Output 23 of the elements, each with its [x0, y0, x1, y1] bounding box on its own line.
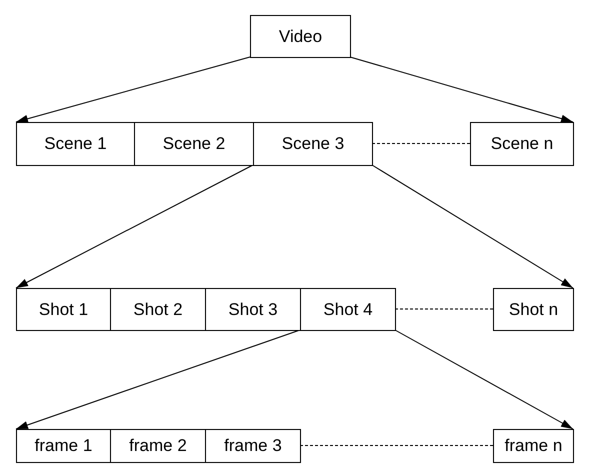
dashed-connector — [300, 445, 494, 446]
segment-box: Shot 1 — [16, 288, 111, 331]
segment-box: Scene n — [470, 122, 574, 166]
segment-box: Shot 3 — [205, 288, 301, 331]
arrow — [16, 56, 250, 123]
segment-box: Scene 2 — [134, 122, 254, 166]
arrow — [16, 164, 254, 288]
segment-box: Video — [250, 15, 351, 58]
arrow — [394, 330, 574, 430]
arrow — [372, 164, 574, 288]
segment-box: Shot n — [493, 288, 574, 331]
dashed-connector — [394, 308, 494, 310]
arrow — [16, 330, 300, 430]
segment-box: frame 1 — [16, 429, 111, 463]
segment-box: Scene 3 — [253, 122, 373, 166]
segment-box: frame 3 — [205, 429, 301, 463]
dashed-connector — [372, 143, 470, 144]
segment-box: Shot 2 — [110, 288, 206, 331]
segment-box: frame 2 — [110, 429, 206, 463]
arrow — [350, 56, 574, 122]
segment-box: frame n — [493, 429, 574, 463]
segment-box: Scene 1 — [16, 122, 135, 166]
segment-box: Shot 4 — [300, 288, 396, 331]
